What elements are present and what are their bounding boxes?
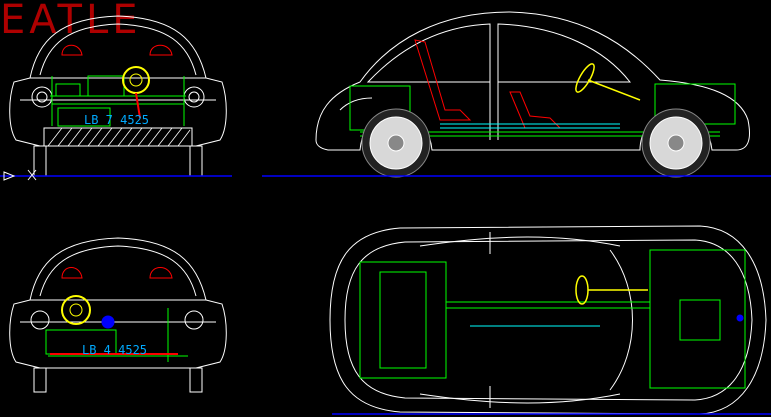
front-license-plate: LB 7 4525 — [84, 113, 149, 127]
side-view — [315, 11, 750, 178]
rear-license-plate: LB 4 4525 — [82, 343, 147, 357]
top-view — [329, 225, 767, 415]
rear-view — [9, 237, 227, 393]
drawing-title: EATLE — [0, 0, 142, 43]
origin-marker — [3, 169, 37, 181]
